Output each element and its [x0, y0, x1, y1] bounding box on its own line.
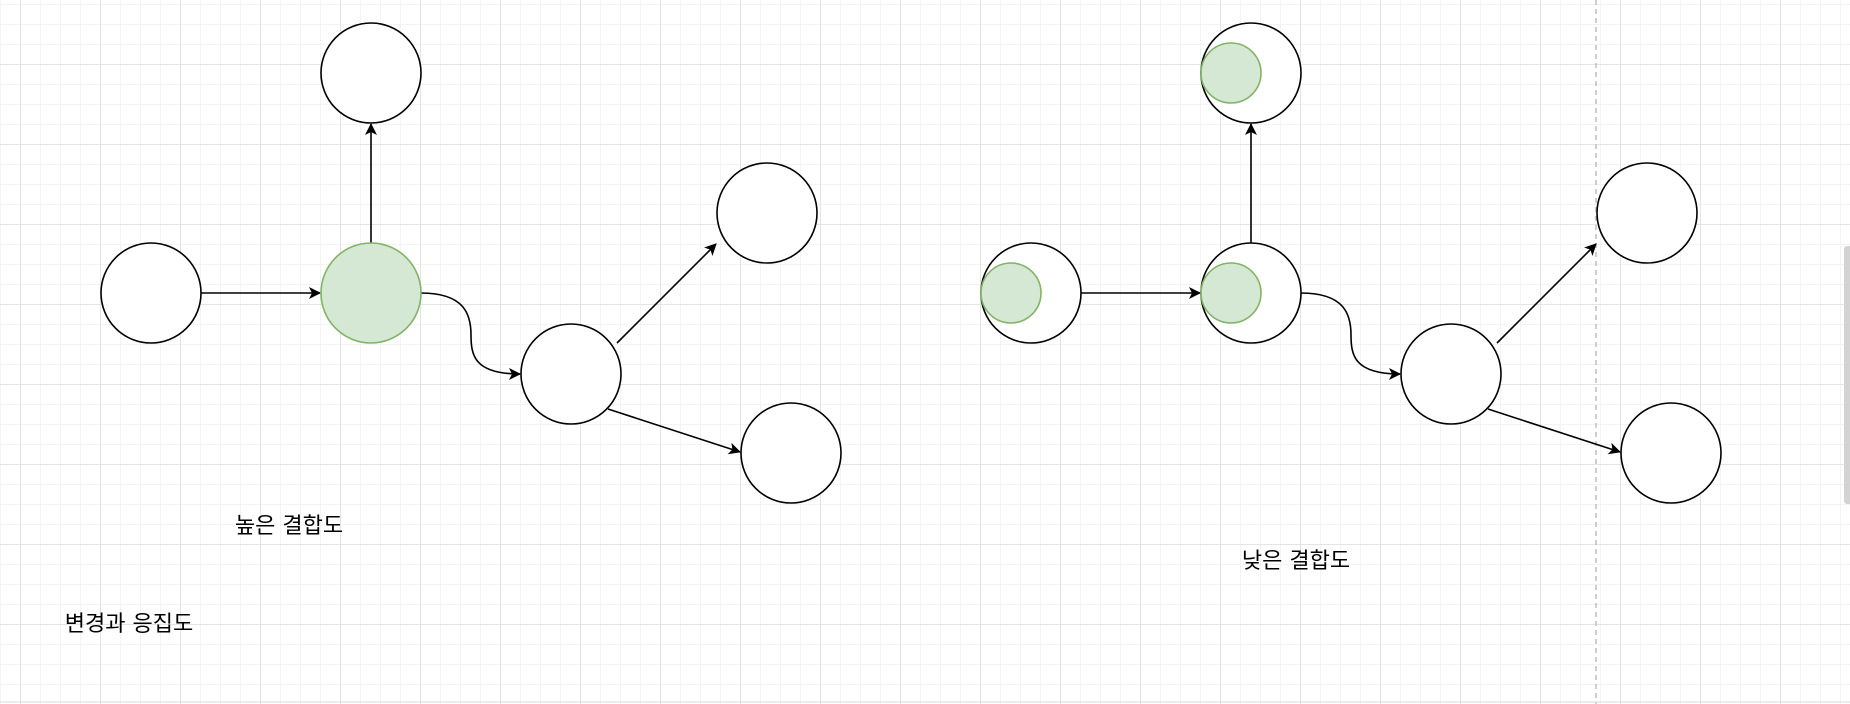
node-d1[interactable]: [520, 323, 622, 425]
edge-d2-to-f2[interactable]: [1487, 408, 1621, 455]
node-b2-inner-changed[interactable]: [1200, 262, 1262, 324]
edge-d1-to-f1[interactable]: [607, 408, 741, 455]
node-e2[interactable]: [1596, 162, 1698, 264]
node-f2[interactable]: [1620, 402, 1722, 504]
label-low-coupling[interactable]: 낮은 결합도: [1242, 549, 1350, 574]
edge-b1-to-d1[interactable]: [420, 292, 521, 380]
node-c2-inner-changed[interactable]: [1200, 42, 1262, 104]
node-b1-changed[interactable]: [320, 242, 422, 344]
node-c1[interactable]: [320, 22, 422, 124]
edge-d2-to-e2[interactable]: [1496, 243, 1597, 344]
high-coupling-diagram: [100, 22, 842, 504]
edge-b2-to-d2[interactable]: [1300, 292, 1401, 380]
diagram-title[interactable]: 변경과 응집도: [65, 612, 193, 637]
low-coupling-diagram: [980, 22, 1722, 504]
node-a1[interactable]: [100, 242, 202, 344]
node-a2-inner-changed[interactable]: [980, 262, 1042, 324]
node-e1[interactable]: [716, 162, 818, 264]
label-high-coupling[interactable]: 높은 결합도: [235, 514, 343, 539]
node-f1[interactable]: [740, 402, 842, 504]
node-d2[interactable]: [1400, 323, 1502, 425]
edge-d1-to-e1[interactable]: [616, 243, 717, 344]
vertical-scrollbar[interactable]: [1844, 246, 1850, 504]
